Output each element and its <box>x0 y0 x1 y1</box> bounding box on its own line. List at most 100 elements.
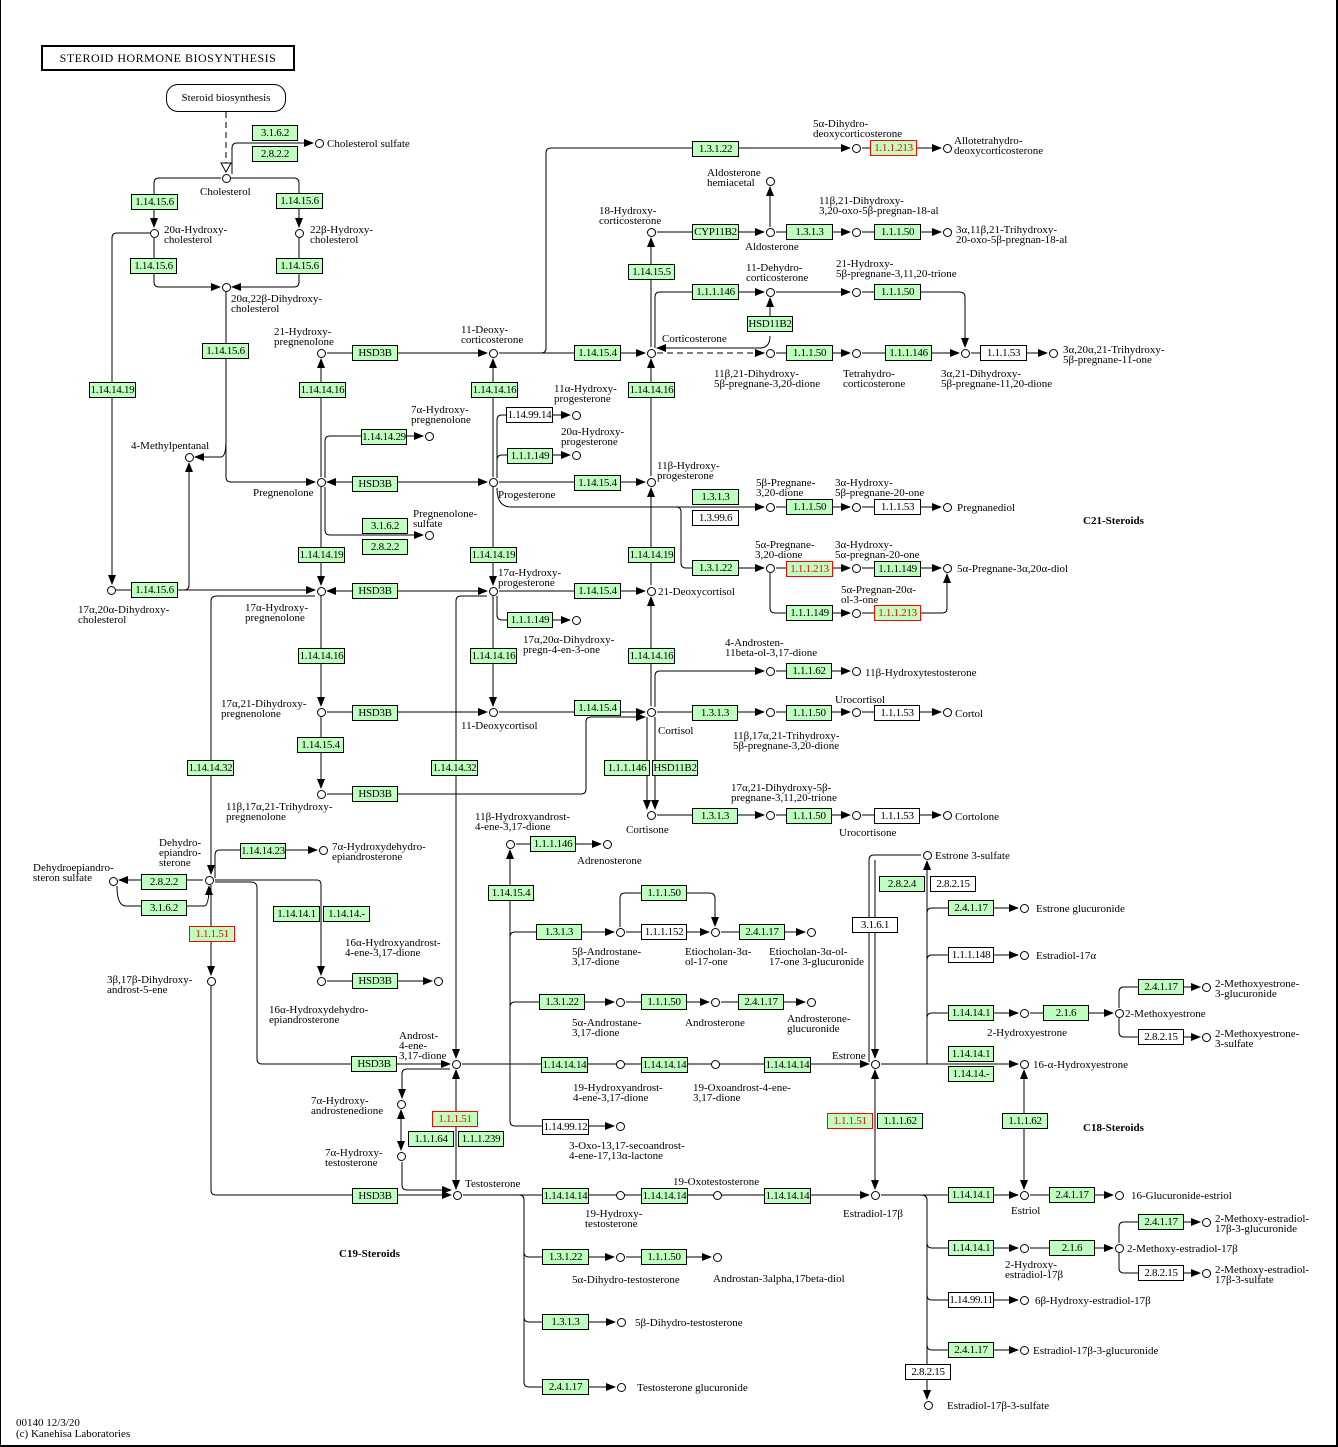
enzyme-box-HSD3B-20[interactable]: HSD3B <box>352 705 398 721</box>
enzyme-box-HSD11B2-38[interactable]: HSD11B2 <box>652 760 698 776</box>
enzyme-box-2-8-2-4-98[interactable]: 2.8.2.4 <box>879 876 925 892</box>
enzyme-box-1-14-14-19-15[interactable]: 1.14.14.19 <box>298 547 345 563</box>
enzyme-box-1-14-14-16-8[interactable]: 1.14.14.16 <box>299 382 346 398</box>
enzyme-box-1-14-14-1-112[interactable]: 1.14.14.1 <box>948 1187 994 1203</box>
compound-node-oh22b[interactable] <box>295 229 304 238</box>
compound-node-oh16aandro[interactable] <box>434 977 443 986</box>
compound-node-cortol[interactable] <box>943 708 952 717</box>
enzyme-box-1-14-15-6-5[interactable]: 1.14.15.6 <box>276 258 323 274</box>
enzyme-box-1-3-1-22-79[interactable]: 1.3.1.22 <box>539 994 585 1010</box>
enzyme-box-1-1-1-51-109[interactable]: 1.1.1.51 <box>827 1113 873 1129</box>
compound-node-pregdiol5a[interactable] <box>943 564 952 573</box>
enzyme-box-1-1-1-149-56[interactable]: 1.1.1.149 <box>874 561 921 577</box>
enzyme-box-2-4-1-17-78[interactable]: 2.4.1.17 <box>739 924 785 940</box>
compound-node-diohandrost[interactable] <box>207 977 216 986</box>
enzyme-box-1-14-14-14-85[interactable]: 1.14.14.14 <box>764 1057 811 1073</box>
compound-node-meo2estrgluc[interactable] <box>1202 983 1211 992</box>
enzyme-box-1-14-14-32-24[interactable]: 1.14.14.32 <box>431 760 478 776</box>
compound-node-dioh1121oxo[interactable] <box>852 228 861 237</box>
compound-node-oh6bestradiol[interactable] <box>1020 1296 1029 1305</box>
compound-node-dht5a[interactable] <box>616 1253 625 1262</box>
enzyme-box-1-14-15-5-33[interactable]: 1.14.15.5 <box>628 264 675 280</box>
enzyme-box-1-1-1-50-64[interactable]: 1.1.1.50 <box>786 808 832 824</box>
enzyme-box-2-8-2-15-99[interactable]: 2.8.2.15 <box>930 876 976 892</box>
compound-node-oh11bandro[interactable] <box>506 840 515 849</box>
enzyme-box-1-1-1-50-44[interactable]: 1.1.1.50 <box>786 345 833 361</box>
compound-node-pregdione5b[interactable] <box>766 503 775 512</box>
compound-node-trioh[interactable] <box>317 790 326 799</box>
enzyme-box-1-14-14-1-70[interactable]: 1.14.14.1 <box>273 906 320 922</box>
compound-node-oh19testo[interactable] <box>616 1191 625 1200</box>
compound-node-estriol[interactable] <box>1020 1191 1029 1200</box>
enzyme-box-1-3-1-3-63[interactable]: 1.3.1.3 <box>692 808 738 824</box>
compound-node-estradiol17b[interactable] <box>871 1191 880 1200</box>
compound-node-meo2estrsulf[interactable] <box>1202 1033 1211 1042</box>
compound-node-methylpent[interactable] <box>185 453 194 462</box>
compound-node-cortisol[interactable] <box>647 708 656 717</box>
enzyme-box-1-3-1-22-39[interactable]: 1.3.1.22 <box>692 141 739 157</box>
compound-node-allotetra[interactable] <box>943 144 952 153</box>
enzyme-box-2-8-2-2-67[interactable]: 2.8.2.2 <box>141 874 187 890</box>
enzyme-box-1-14-15-4-30[interactable]: 1.14.15.4 <box>574 583 621 599</box>
compound-node-cholsulf[interactable] <box>315 139 324 148</box>
compound-node-diohpregn[interactable] <box>572 616 581 625</box>
enzyme-box-1-3-1-3-43[interactable]: 1.3.1.3 <box>786 224 833 240</box>
enzyme-box-1-14-14-14-92[interactable]: 1.14.14.14 <box>641 1188 688 1204</box>
compound-node-chol[interactable] <box>222 174 231 183</box>
enzyme-box-1-14-14-23-66[interactable]: 1.14.14.23 <box>240 843 286 859</box>
enzyme-box-1-14-15-6-4[interactable]: 1.14.15.6 <box>130 258 177 274</box>
enzyme-box-1-14-15-6-2[interactable]: 1.14.15.6 <box>131 194 178 210</box>
compound-node-cortolone[interactable] <box>943 811 952 820</box>
compound-node-adrenosterone[interactable] <box>603 840 612 849</box>
compound-node-oh20aprog[interactable] <box>572 451 581 460</box>
enzyme-box-2-8-2-15-106[interactable]: 2.8.2.15 <box>1138 1029 1184 1045</box>
compound-node-oxoseco[interactable] <box>616 1122 625 1131</box>
compound-node-trioh3a[interactable] <box>943 228 952 237</box>
enzyme-box-1-3-1-22-94[interactable]: 1.3.1.22 <box>542 1249 589 1265</box>
compound-node-dioh[interactable] <box>222 283 231 292</box>
compound-node-cortico[interactable] <box>647 349 656 358</box>
compound-node-oh16aestrone[interactable] <box>1020 1060 1029 1069</box>
enzyme-box-1-14-14-14-91[interactable]: 1.14.14.14 <box>542 1188 589 1204</box>
compound-node-dhea[interactable] <box>205 876 214 885</box>
enzyme-box-1-1-1-146-51[interactable]: 1.1.1.146 <box>885 345 932 361</box>
compound-node-oh7preg[interactable] <box>425 432 434 441</box>
enzyme-box-1-14-14-16-34[interactable]: 1.14.14.16 <box>628 382 675 398</box>
compound-node-estrone[interactable] <box>871 1060 880 1069</box>
compound-node-meo2estrone[interactable] <box>1115 1009 1124 1018</box>
compound-node-pregnanediol[interactable] <box>943 503 952 512</box>
compound-node-oh21preg[interactable] <box>317 349 326 358</box>
compound-node-dioh1721preg[interactable] <box>317 708 326 717</box>
enzyme-box-1-1-1-53-62[interactable]: 1.1.1.53 <box>874 705 920 721</box>
enzyme-box-1-14-14-16-25[interactable]: 1.14.14.16 <box>470 648 517 664</box>
enzyme-box-2-8-2-15-120[interactable]: 2.8.2.15 <box>905 1364 951 1380</box>
enzyme-box-1-1-1-50-80[interactable]: 1.1.1.50 <box>641 994 687 1010</box>
enzyme-box-1-14-15-4-74[interactable]: 1.14.15.4 <box>488 885 534 901</box>
compound-node-testosterone[interactable] <box>453 1191 462 1200</box>
compound-node-androgluc[interactable] <box>807 998 816 1007</box>
enzyme-box-HSD3B-72[interactable]: HSD3B <box>352 973 398 989</box>
enzyme-box-1-1-1-53-65[interactable]: 1.1.1.53 <box>874 808 920 824</box>
compound-node-deoxycortisol11[interactable] <box>489 708 498 717</box>
enzyme-box-1-14-15-4-32[interactable]: 1.14.15.4 <box>574 700 621 716</box>
compound-node-oh20a[interactable] <box>150 229 159 238</box>
enzyme-box-2-4-1-17-105[interactable]: 2.4.1.17 <box>1138 979 1184 995</box>
enzyme-box-1-1-1-64-87[interactable]: 1.1.1.64 <box>408 1131 454 1147</box>
compound-node-oh7dhea[interactable] <box>319 846 328 855</box>
compound-node-androsterone[interactable] <box>711 998 720 1007</box>
compound-node-pregdione5a[interactable] <box>766 564 775 573</box>
enzyme-box-1-14-14-32-23[interactable]: 1.14.14.32 <box>187 760 234 776</box>
compound-node-preg[interactable] <box>317 478 326 487</box>
enzyme-box-1-14-14-19-18[interactable]: 1.14.14.19 <box>470 547 517 563</box>
compound-node-meo2estradsulf[interactable] <box>1202 1269 1211 1278</box>
enzyme-box-1-14-14--71[interactable]: 1.14.14.- <box>323 906 370 922</box>
enzyme-box-2-1-6-104[interactable]: 2.1.6 <box>1043 1005 1089 1021</box>
enzyme-box-1-1-1-50-75[interactable]: 1.1.1.50 <box>641 885 687 901</box>
enzyme-box-2-4-1-17-97[interactable]: 2.4.1.17 <box>542 1379 589 1395</box>
enzyme-box-1-1-1-152-77[interactable]: 1.1.1.152 <box>641 924 687 940</box>
enzyme-box-2-4-1-17-81[interactable]: 2.4.1.17 <box>738 994 784 1010</box>
compound-node-etiogluc[interactable] <box>807 928 816 937</box>
enzyme-box-2-8-2-2-1[interactable]: 2.8.2.2 <box>252 146 298 162</box>
compound-node-testogluc[interactable] <box>617 1383 626 1392</box>
compound-node-estronesulf[interactable] <box>923 851 932 860</box>
